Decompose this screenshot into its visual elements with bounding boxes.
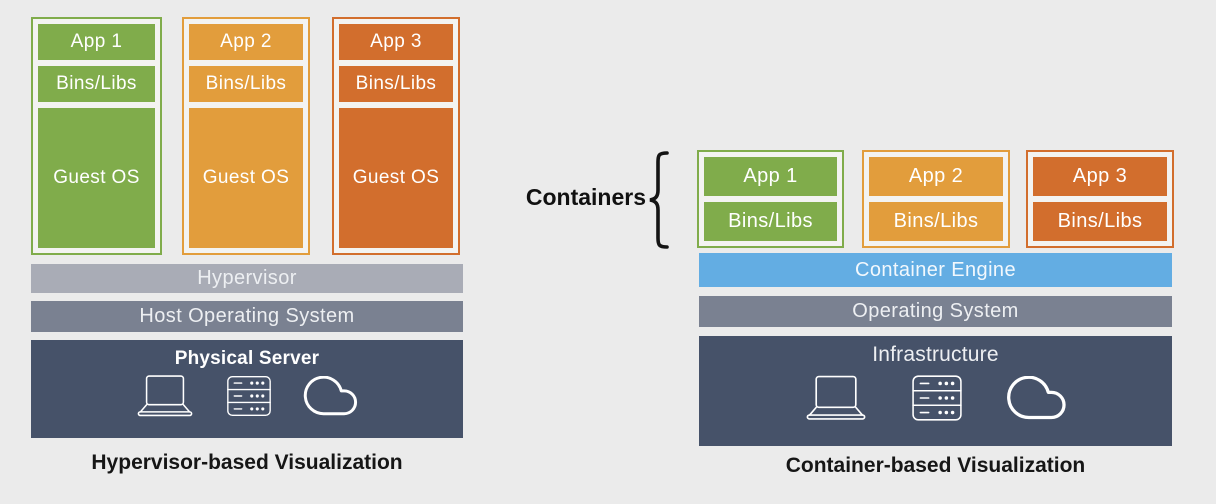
hypervisor-layer: Hypervisor bbox=[31, 264, 463, 293]
app-box: App 1 bbox=[38, 24, 155, 60]
cloud-icon bbox=[303, 376, 357, 416]
container-2: App 2 Bins/Libs bbox=[862, 150, 1010, 248]
infrastructure-layer: Infrastructure bbox=[699, 336, 1172, 446]
vm-stack-2: App 2 Bins/Libs Guest OS bbox=[182, 17, 310, 255]
laptop-icon bbox=[137, 375, 193, 417]
cloud-icon bbox=[1006, 376, 1066, 420]
operating-system-layer: Operating System bbox=[699, 296, 1172, 327]
container-engine-layer: Container Engine bbox=[699, 253, 1172, 287]
guest-os-box: Guest OS bbox=[38, 108, 155, 248]
server-rack-icon bbox=[911, 375, 962, 421]
right-caption: Container-based Visualization bbox=[785, 454, 1086, 477]
bins-libs-box: Bins/Libs bbox=[189, 66, 303, 102]
container-3: App 3 Bins/Libs bbox=[1026, 150, 1174, 248]
containers-brace-icon bbox=[649, 151, 669, 249]
server-rack-icon bbox=[227, 375, 271, 417]
vm-stack-3: App 3 Bins/Libs Guest OS bbox=[332, 17, 460, 255]
app-box: App 2 bbox=[869, 157, 1003, 196]
hardware-icons bbox=[803, 373, 1069, 423]
app-box: App 3 bbox=[1033, 157, 1167, 196]
bins-libs-box: Bins/Libs bbox=[869, 202, 1003, 241]
host-os-layer: Host Operating System bbox=[31, 301, 463, 332]
bins-libs-box: Bins/Libs bbox=[704, 202, 837, 241]
hardware-icons bbox=[134, 374, 360, 418]
left-caption: Hypervisor-based Visualization bbox=[91, 451, 403, 474]
containers-label: Containers bbox=[525, 184, 646, 210]
vm-stack-1: App 1 Bins/Libs Guest OS bbox=[31, 17, 162, 255]
bins-libs-box: Bins/Libs bbox=[38, 66, 155, 102]
app-box: App 1 bbox=[704, 157, 837, 196]
app-box: App 2 bbox=[189, 24, 303, 60]
physical-server-label: Physical Server bbox=[174, 348, 320, 369]
physical-server-layer: Physical Server bbox=[31, 340, 463, 438]
container-1: App 1 Bins/Libs bbox=[697, 150, 844, 248]
bins-libs-box: Bins/Libs bbox=[1033, 202, 1167, 241]
guest-os-box: Guest OS bbox=[339, 108, 453, 248]
bins-libs-box: Bins/Libs bbox=[339, 66, 453, 102]
laptop-icon bbox=[806, 375, 865, 420]
infrastructure-label: Infrastructure bbox=[872, 343, 999, 366]
guest-os-box: Guest OS bbox=[189, 108, 303, 248]
app-box: App 3 bbox=[339, 24, 453, 60]
